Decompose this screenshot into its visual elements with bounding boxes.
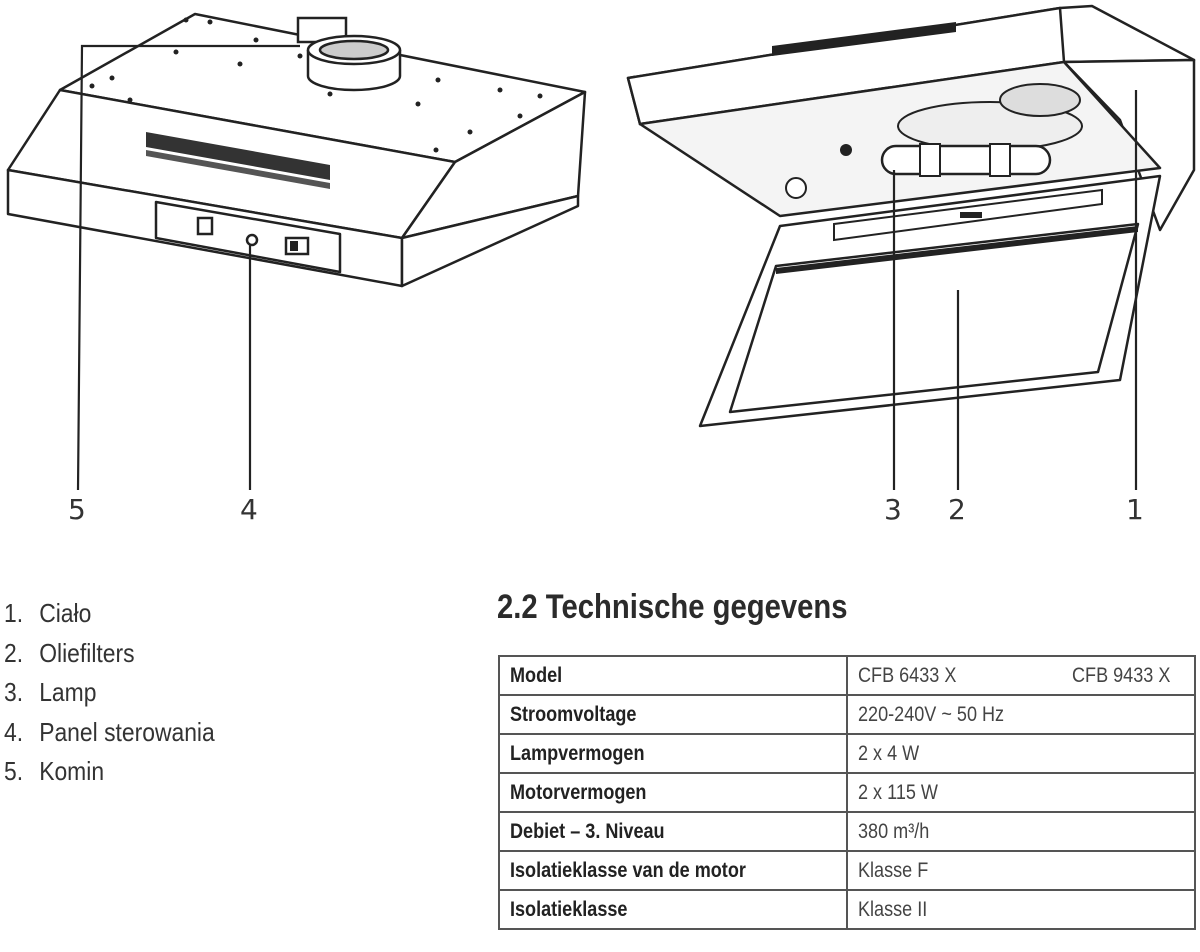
panel-controls — [196, 216, 310, 256]
list-item-number: 5. — [4, 756, 24, 786]
list-item-label: Ciało — [39, 598, 92, 628]
callout-3: 3 — [884, 493, 902, 526]
list-item-label: Panel sterowania — [39, 716, 215, 747]
hood2-details — [772, 22, 1138, 274]
list-item: 2. Oliefilters — [4, 634, 215, 674]
list-item: 3. Lamp — [4, 673, 215, 713]
spec-label: Motorvermogen — [498, 772, 848, 813]
spec-value: 2 x 4 W — [846, 733, 1196, 774]
table-row: Lampvermogen 2 x 4 W — [498, 733, 1196, 774]
callout-4: 4 — [240, 493, 258, 526]
list-item: 4. Panel sterowania — [4, 713, 215, 753]
spec-value: Klasse II — [846, 889, 1196, 930]
spec-value: 2 x 115 W — [846, 772, 1196, 813]
list-item: 1. Ciało — [4, 594, 215, 634]
table-row: Motorvermogen 2 x 115 W — [498, 772, 1196, 813]
table-row: Debiet – 3. Niveau 380 m³/h — [498, 811, 1196, 852]
spec-value: 220-240V ~ 50 Hz — [846, 694, 1196, 735]
hood2-right-side — [1062, 58, 1196, 232]
list-item-label: Komin — [39, 756, 105, 786]
chimney-collar — [296, 16, 402, 92]
callout-5: 5 — [68, 493, 86, 526]
spec-value: Klasse F — [846, 850, 1196, 891]
spec-label: Isolatieklasse — [498, 889, 848, 930]
hood-vents — [146, 132, 330, 189]
spec-label: Stroomvoltage — [498, 694, 848, 735]
parts-list: 1. Ciało 2. Oliefilters 3. Lamp 4. Panel ste… — [4, 594, 243, 792]
spec-value: 380 m³/h — [846, 811, 1196, 852]
hood-right-lower — [400, 194, 580, 288]
list-item-number: 1. — [4, 598, 24, 628]
list-item-label: Lamp — [39, 677, 97, 707]
filter-inner — [728, 222, 1140, 414]
spec-label: Isolatieklasse van de motor — [498, 850, 848, 891]
spec-value-2: CFB 9433 X — [1072, 663, 1171, 687]
callout-2: 2 — [948, 493, 966, 526]
list-item-number: 2. — [4, 637, 24, 668]
lamp — [880, 143, 1052, 177]
table-row: Isolatieklasse van de motor Klasse F — [498, 850, 1196, 891]
list-item-number: 3. — [4, 677, 24, 707]
leader-line-5 — [76, 44, 300, 491]
spec-label: Model — [498, 655, 848, 696]
spec-label: Lampvermogen — [498, 733, 848, 774]
list-item-label: Oliefilters — [39, 637, 135, 668]
spec-label: Debiet – 3. Niveau — [498, 811, 848, 852]
table-row: Isolatieklasse Klasse II — [498, 889, 1196, 930]
callout-1: 1 — [1126, 493, 1144, 526]
top-screw-holes — [89, 17, 543, 153]
list-item: 5. Komin — [4, 752, 215, 792]
list-item-number: 4. — [4, 716, 24, 747]
hood-front-illustration — [6, 4, 1196, 491]
table-row: Stroomvoltage 220-240V ~ 50 Hz — [498, 694, 1196, 735]
section-title: 2.2 Technische gegevens — [497, 588, 848, 626]
